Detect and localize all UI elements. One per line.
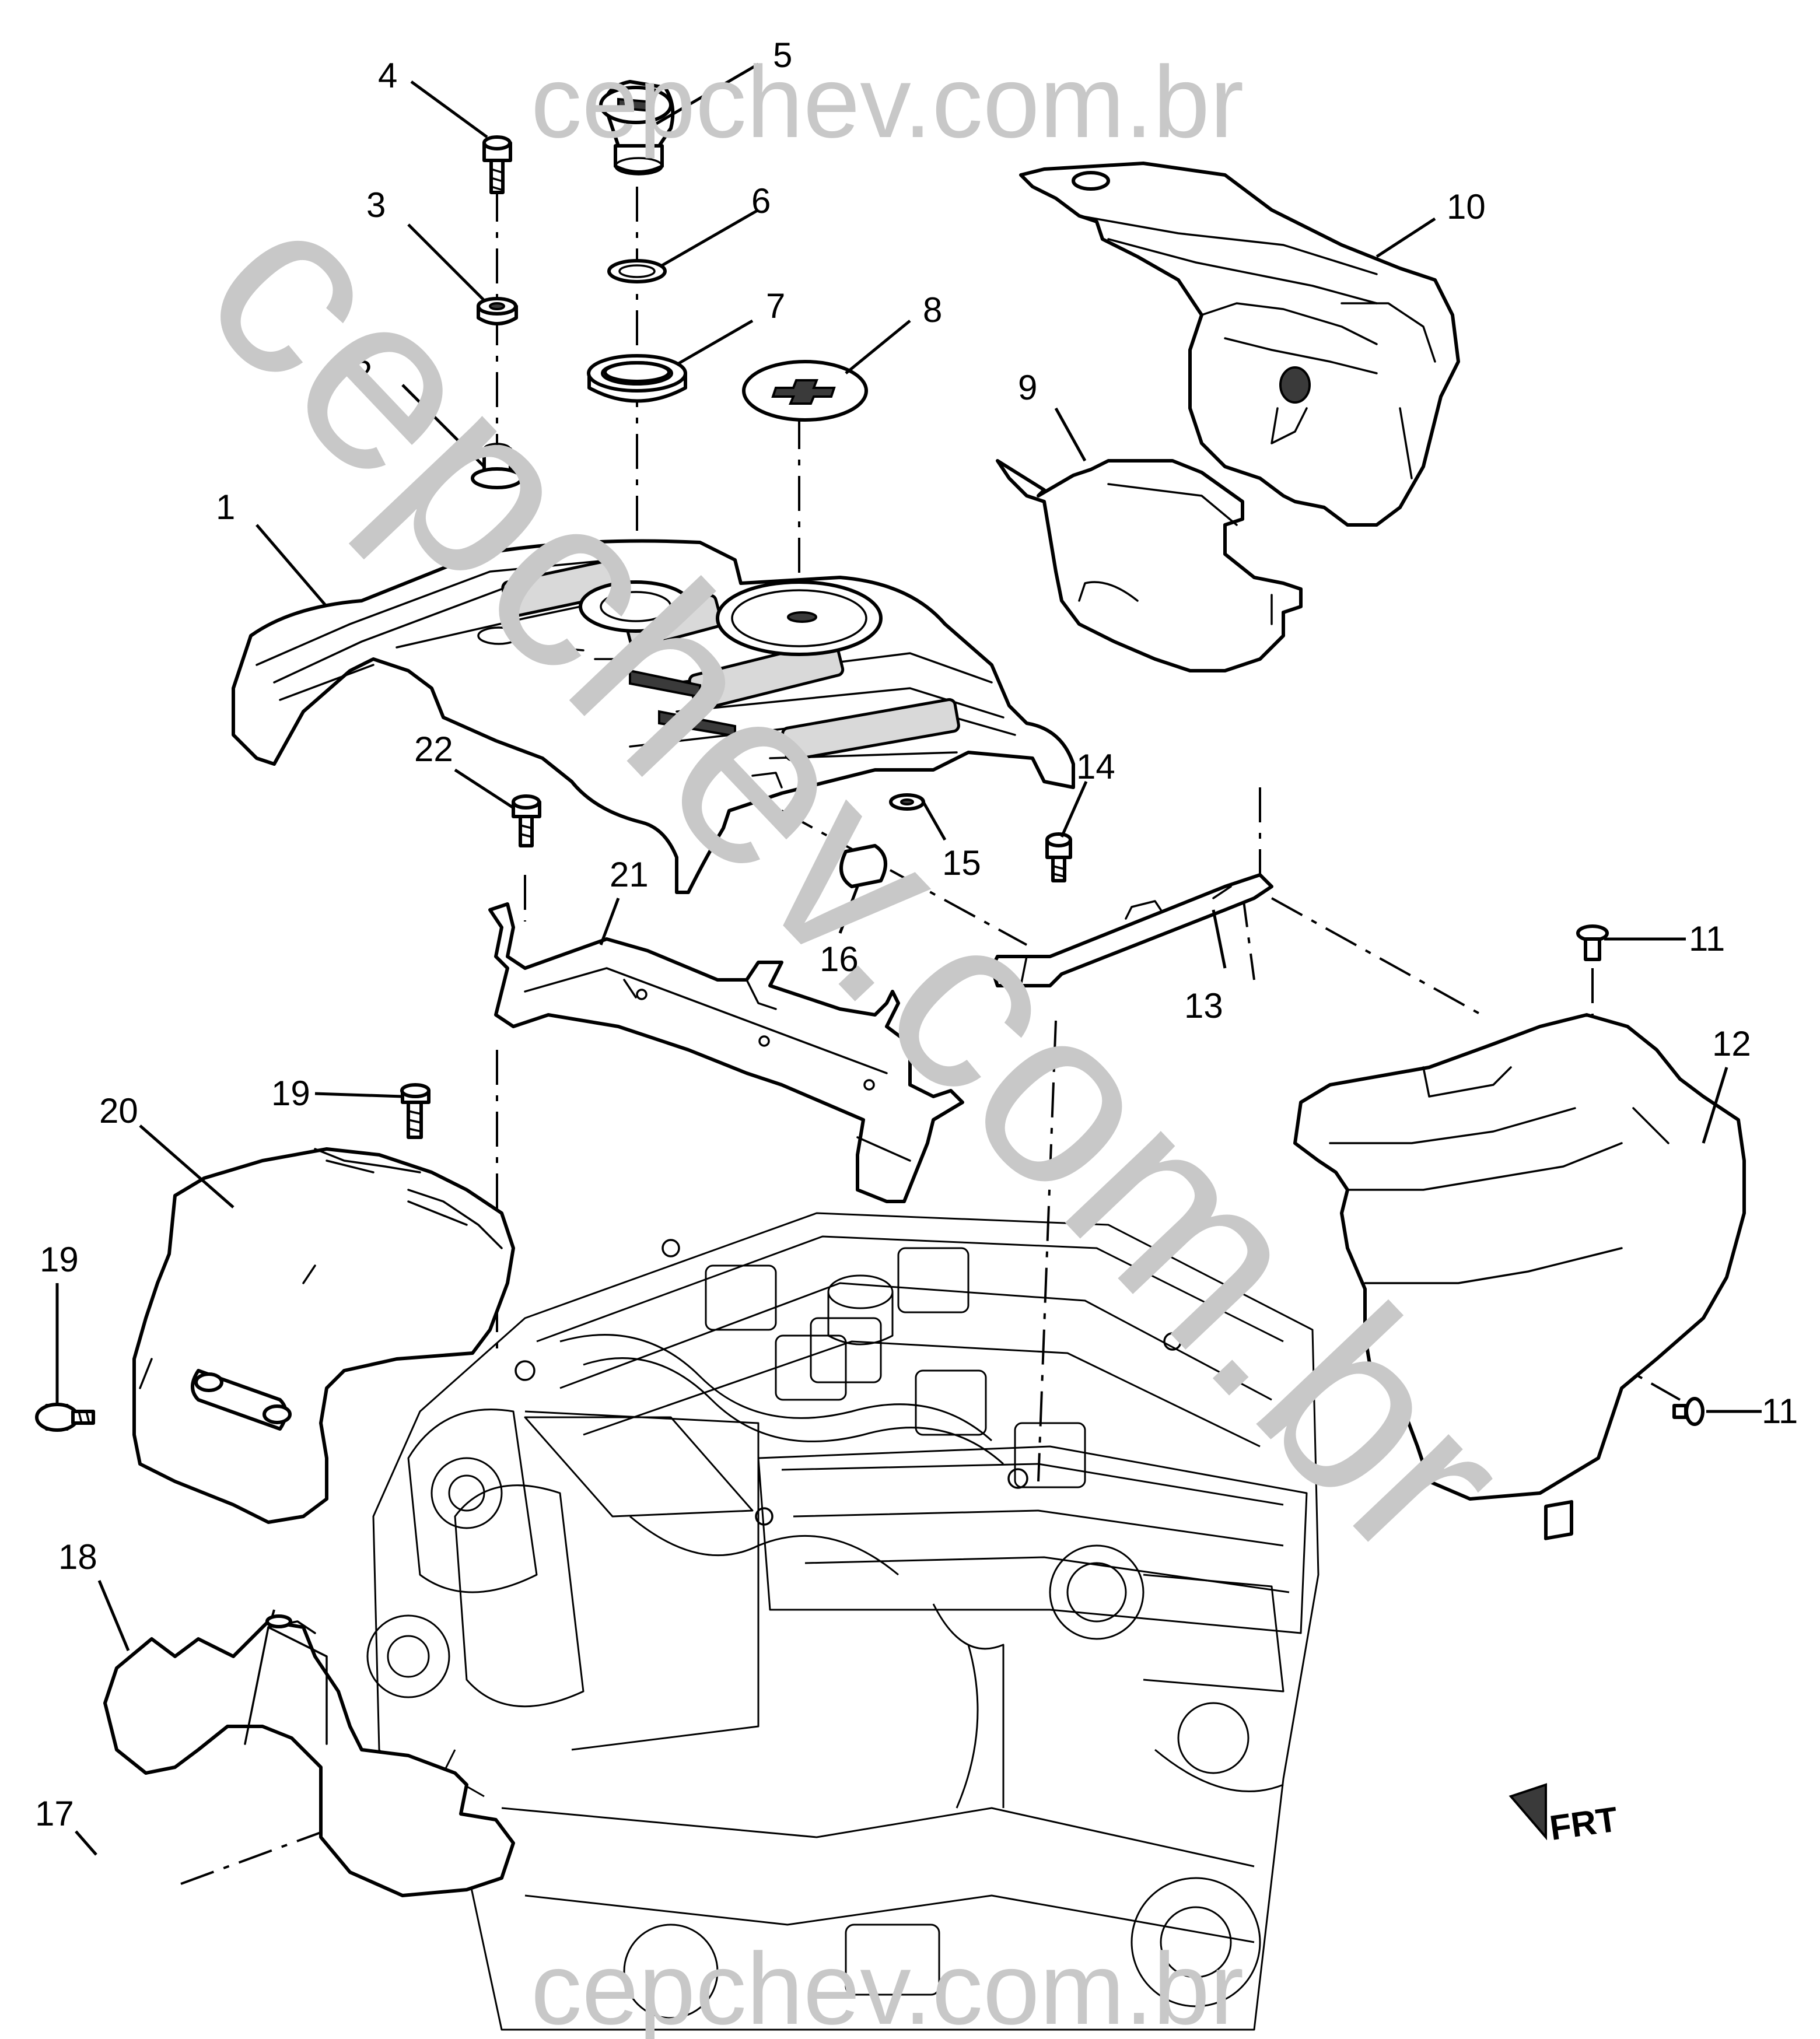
callout-8: 8 <box>923 290 942 330</box>
front-direction-indicator: FRT <box>1508 1500 1620 1848</box>
push-pin-lower <box>1672 1397 1704 1426</box>
leader-lines <box>55 62 1762 1856</box>
front-label: FRT <box>1547 1799 1620 1848</box>
callout-11-upper: 11 <box>1689 919 1725 958</box>
callout-3: 3 <box>366 185 386 225</box>
callout-1: 1 <box>216 488 235 527</box>
callout-7: 7 <box>766 286 785 325</box>
throttle-body <box>1049 1544 1284 1792</box>
lower-engine-block <box>501 1807 1261 2019</box>
callout-12: 12 <box>1712 1024 1751 1063</box>
callout-19-upper: 19 <box>271 1074 310 1113</box>
callout-14: 14 <box>1076 747 1115 786</box>
callout-6: 6 <box>751 181 771 220</box>
watermark-top: cepchev.com.br <box>531 45 1244 159</box>
callout-21: 21 <box>610 855 649 894</box>
shield-bolt-upper <box>400 1083 430 1139</box>
grommet <box>477 297 518 325</box>
callout-20: 20 <box>99 1091 138 1130</box>
callout-17: 17 <box>35 1794 74 1833</box>
upper-intake-cover <box>1019 162 1460 527</box>
callout-15: 15 <box>942 843 981 882</box>
callout-5: 5 <box>773 36 792 75</box>
right-cover-bracket <box>990 873 1273 987</box>
callout-13: 13 <box>1184 986 1223 1025</box>
callout-11-lower: 11 <box>1762 1392 1798 1431</box>
cover-clip <box>889 793 925 811</box>
callout-16: 16 <box>820 940 859 979</box>
callout-9: 9 <box>1018 368 1037 407</box>
bolt-top <box>482 135 512 194</box>
callout-10: 10 <box>1447 187 1486 226</box>
oil-fill-tube-seal <box>587 354 687 403</box>
right-heat-shield <box>1293 1013 1746 1501</box>
oil-fill-cap-seal <box>607 259 667 283</box>
callout-4: 4 <box>378 56 397 95</box>
intake-manifold <box>366 1409 760 1751</box>
insulator <box>471 443 523 489</box>
ignition-coils <box>705 1247 1086 1488</box>
emblem <box>742 360 868 422</box>
callout-2: 2 <box>353 353 372 393</box>
left-bracket-bolt <box>512 794 541 847</box>
callout-22: 22 <box>414 730 453 769</box>
bracket-bolt <box>1045 832 1072 882</box>
callout-18: 18 <box>58 1537 97 1576</box>
shield-bolt-lower <box>35 1403 95 1432</box>
left-cover-bracket <box>488 902 964 1203</box>
cover-studs <box>514 1239 1182 1526</box>
callout-19-lower: 19 <box>40 1240 79 1279</box>
oil-filler-neck <box>827 1274 894 1346</box>
cover-isolator <box>839 844 887 888</box>
push-pin-upper <box>1576 924 1609 961</box>
wiring-harness <box>559 1334 1005 1809</box>
fuel-rail-insulator <box>996 459 1303 672</box>
callout-labels: 1 2 3 4 5 6 7 8 9 10 11 11 12 13 14 15 1… <box>35 36 1798 1833</box>
left-heat-shield <box>132 1147 515 1524</box>
front-arrow-icon <box>1508 1783 1547 1841</box>
oil-fill-cap <box>599 80 675 176</box>
lower-left-heat-shield <box>103 1614 515 1897</box>
engine-assembly <box>366 1212 1320 2031</box>
watermark-bottom: cepchev.com.br <box>531 1932 1244 2039</box>
engine-cover <box>232 539 1075 894</box>
